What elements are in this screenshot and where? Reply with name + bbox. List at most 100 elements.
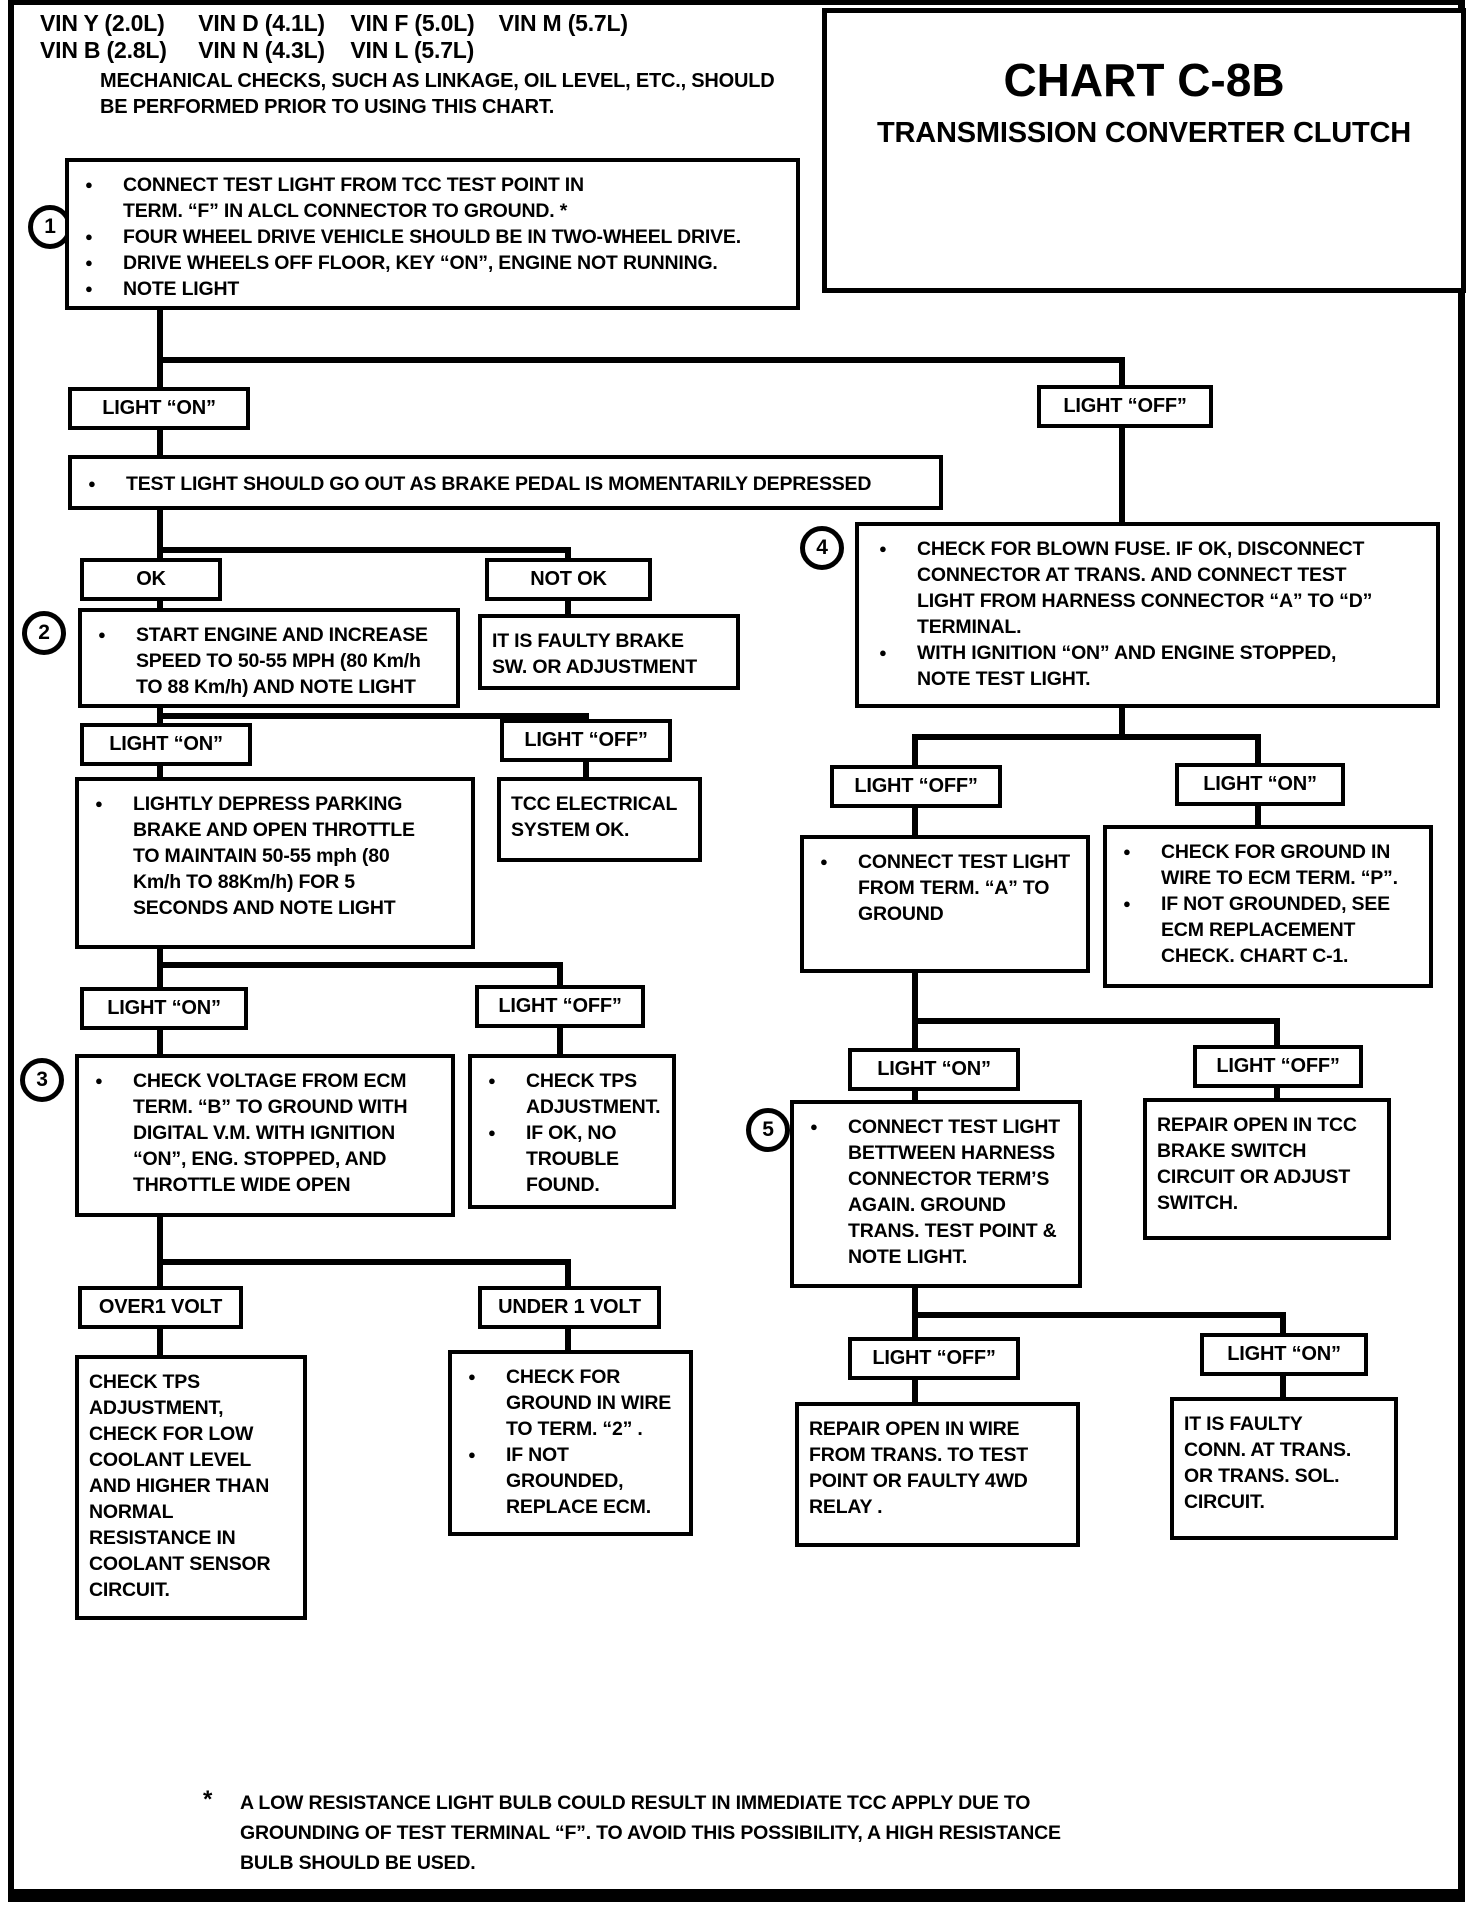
vin-code: VIN L (5.7L) (350, 37, 475, 63)
node-test-light: ● TEST LIGHT SHOULD GO OUT AS BRAKE PEDAL… (68, 455, 943, 510)
node-light5-on: LIGHT “ON” (848, 1048, 1020, 1091)
vin-row-1: VIN Y (2.0L) VIN D (4.1L) VIN F (5.0L) V… (40, 10, 628, 37)
node-label: LIGHT “OFF” (872, 1347, 996, 1369)
node-text: CHECK FOR GROUND IN WIRE TO TERM. “2” . (506, 1366, 672, 1440)
node-text: IT IS FAULTY CONN. AT TRANS. OR TRANS. S… (1184, 1413, 1352, 1513)
node-label: LIGHT “ON” (109, 733, 223, 755)
node-ecm-term-p: ● CHECK FOR GROUND IN WIRE TO ECM TERM. “… (1103, 825, 1433, 988)
vin-row-2: VIN B (2.8L) VIN N (4.3L) VIN L (5.7L) (40, 37, 474, 64)
node-label: LIGHT “ON” (877, 1058, 991, 1080)
step-marker-4: 4 (800, 526, 844, 570)
bullet-icon: ● (98, 627, 106, 642)
vin-code: VIN D (4.1L) (198, 10, 325, 36)
node-faulty-conn: IT IS FAULTY CONN. AT TRANS. OR TRANS. S… (1170, 1397, 1398, 1540)
node-step1: ● CONNECT TEST LIGHT FROM TCC TEST POINT … (65, 158, 800, 310)
bullet-icon: ● (1123, 844, 1131, 859)
bullet-icon: ● (468, 1447, 476, 1462)
bullet-icon: ● (85, 281, 93, 296)
node-label: OVER1 VOLT (98, 1296, 223, 1318)
node-text: TEST LIGHT SHOULD GO OUT AS BRAKE PEDAL … (126, 473, 872, 495)
node-light1-on: LIGHT “ON” (68, 387, 250, 430)
vin-code: VIN Y (2.0L) (40, 10, 165, 36)
chart-title-box: CHART C-8B TRANSMISSION CONVERTER CLUTCH (822, 8, 1466, 293)
footnote-asterisk: * (203, 1786, 213, 1813)
node-label: LIGHT “ON” (1227, 1343, 1341, 1365)
node-label: NOT OK (530, 568, 607, 590)
node-label: UNDER 1 VOLT (498, 1296, 641, 1318)
step-marker-2: 2 (22, 611, 66, 655)
node-tcc-ok: TCC ELECTRICAL SYSTEM OK. (497, 777, 702, 862)
node-faulty-brake: IT IS FAULTY BRAKE SW. OR ADJUSTMENT (478, 614, 740, 690)
node-light4-on: LIGHT “ON” (1175, 763, 1345, 806)
node-tps-adjustment: ●CHECK TPS ADJUSTMENT. ●IF OK, NO TROUBL… (468, 1054, 676, 1209)
bullet-icon: ● (820, 854, 828, 869)
bullet-icon: ● (85, 177, 93, 192)
node-light6-off: LIGHT “OFF” (848, 1337, 1020, 1380)
node-text: IF NOT GROUNDED, REPLACE ECM. (506, 1444, 651, 1518)
node-text: CHECK VOLTAGE FROM ECM TERM. “B” TO GROU… (133, 1070, 408, 1196)
node-step3: ●CHECK VOLTAGE FROM ECM TERM. “B” TO GRO… (75, 1054, 455, 1217)
node-repair-tcc-brake: REPAIR OPEN IN TCC BRAKE SWITCH CIRCUIT … (1143, 1098, 1391, 1240)
bullet-icon: ● (88, 476, 96, 491)
node-over1-volt: OVER1 VOLT (78, 1286, 243, 1329)
node-text: REPAIR OPEN IN WIRE FROM TRANS. TO TEST … (809, 1418, 1029, 1518)
node-text: START ENGINE AND INCREASE SPEED TO 50-55… (136, 624, 428, 698)
node-light2-on: LIGHT “ON” (80, 723, 252, 766)
vin-code: VIN F (5.0L) (350, 10, 475, 36)
node-text: IF NOT GROUNDED, SEE ECM REPLACEMENT CHE… (1161, 893, 1390, 967)
chart-subtitle: TRANSMISSION CONVERTER CLUTCH (877, 117, 1411, 149)
node-text: CONNECT TEST LIGHT FROM TERM. “A” TO GRO… (858, 851, 1070, 925)
vin-code: VIN N (4.3L) (198, 37, 325, 63)
node-text: REPAIR OPEN IN TCC BRAKE SWITCH CIRCUIT … (1157, 1114, 1357, 1214)
node-text: CONNECT TEST LIGHT BETTWEEN HARNESS CONN… (848, 1116, 1060, 1268)
node-label: LIGHT “ON” (102, 397, 216, 419)
node-step2: ● START ENGINE AND INCREASE SPEED TO 50-5… (78, 608, 460, 708)
node-text: CHECK TPS ADJUSTMENT, CHECK FOR LOW COOL… (89, 1371, 271, 1601)
node-light2-off: LIGHT “OFF” (500, 719, 672, 762)
node-text: CHECK TPS ADJUSTMENT. (526, 1070, 661, 1118)
bullet-icon: ● (488, 1125, 496, 1140)
chart-title: CHART C-8B (1003, 54, 1285, 106)
node-under1-volt: UNDER 1 VOLT (478, 1286, 661, 1329)
node-light3-on: LIGHT “ON” (80, 987, 248, 1030)
bullet-icon: ● (468, 1369, 476, 1384)
bullet-icon: ● (85, 229, 93, 244)
node-text: CHECK FOR GROUND IN WIRE TO ECM TERM. “P… (1161, 841, 1398, 889)
node-text: IT IS FAULTY BRAKE SW. OR ADJUSTMENT (492, 630, 697, 678)
node-step4: ● CHECK FOR BLOWN FUSE. IF OK, DISCONNECT… (855, 522, 1440, 708)
node-coolant-check: CHECK TPS ADJUSTMENT, CHECK FOR LOW COOL… (75, 1355, 307, 1620)
bullet-icon: ● (488, 1073, 496, 1088)
node-label: LIGHT “ON” (107, 997, 221, 1019)
node-text: LIGHTLY DEPRESS PARKING BRAKE AND OPEN T… (133, 793, 415, 919)
node-light6-on: LIGHT “ON” (1200, 1333, 1368, 1376)
node-text: DRIVE WHEELS OFF FLOOR, KEY “ON”, ENGINE… (123, 252, 718, 274)
node-label: LIGHT “OFF” (854, 775, 978, 797)
step-marker-5: 5 (746, 1108, 790, 1152)
node-parking-brake: ● LIGHTLY DEPRESS PARKING BRAKE AND OPEN … (75, 777, 475, 949)
node-ecm-ground-check: ● CHECK FOR GROUND IN WIRE TO TERM. “2” .… (448, 1350, 693, 1536)
node-text: FOUR WHEEL DRIVE VEHICLE SHOULD BE IN TW… (123, 226, 741, 248)
vin-code: VIN B (2.8L) (40, 37, 167, 63)
node-label: LIGHT “OFF” (524, 729, 648, 751)
node-text: NOTE LIGHT (123, 278, 240, 300)
node-not-ok: NOT OK (485, 558, 652, 601)
bullet-icon: ● (95, 796, 103, 811)
node-label: LIGHT “OFF” (1216, 1055, 1340, 1077)
node-light5-off: LIGHT “OFF” (1193, 1045, 1363, 1088)
node-light1-off: LIGHT “OFF” (1037, 385, 1213, 428)
node-text: WITH IGNITION “ON” AND ENGINE STOPPED, N… (917, 642, 1337, 690)
bullet-icon: ● (879, 541, 887, 556)
node-label: OK (136, 568, 166, 590)
node-light3-off: LIGHT “OFF” (475, 985, 645, 1028)
bullet-icon: ● (1123, 896, 1131, 911)
node-text: TCC ELECTRICAL SYSTEM OK. (511, 793, 678, 841)
bullet-icon: ● (879, 645, 887, 660)
node-text: CHECK FOR BLOWN FUSE. IF OK, DISCONNECT … (917, 538, 1373, 638)
bullet-icon: ● (810, 1119, 818, 1134)
node-ok: OK (80, 558, 222, 601)
bullet-icon: ● (85, 255, 93, 270)
node-text: CONNECT TEST LIGHT FROM TCC TEST POINT I… (123, 174, 584, 222)
node-step5: ● CONNECT TEST LIGHT BETTWEEN HARNESS CON… (790, 1100, 1082, 1288)
